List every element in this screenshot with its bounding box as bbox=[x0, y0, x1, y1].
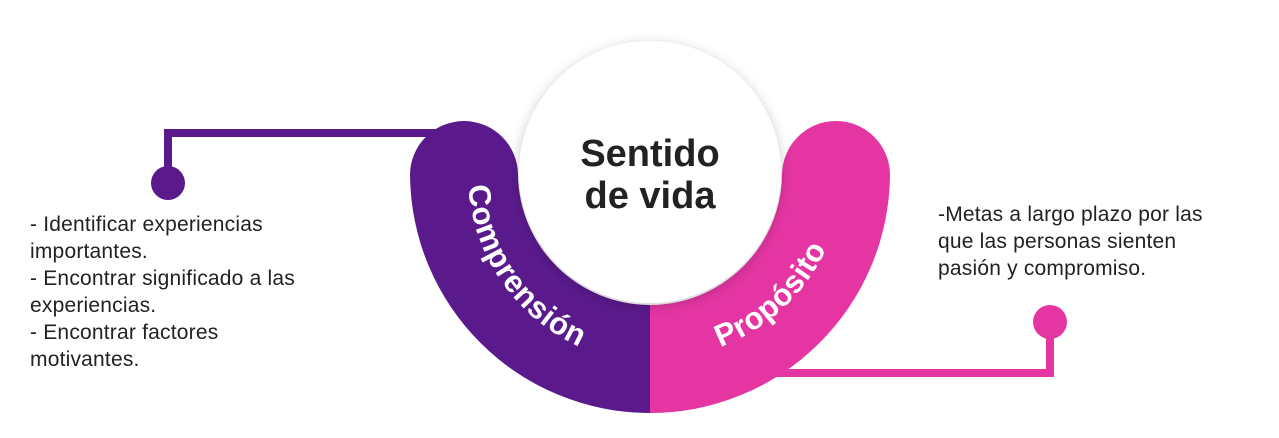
center-title-line2: de vida bbox=[585, 175, 717, 217]
proposito-description: -Metas a largo plazo por las que las per… bbox=[938, 201, 1203, 282]
comprension-line: - Identificar experiencias bbox=[30, 213, 263, 236]
proposito-line: -Metas a largo plazo por las bbox=[938, 203, 1203, 226]
comprension-line: motivantes. bbox=[30, 348, 140, 371]
center-circle bbox=[519, 41, 781, 303]
left-connector-line bbox=[164, 129, 450, 183]
comprension-arc bbox=[410, 121, 650, 413]
comprension-line: importantes. bbox=[30, 240, 148, 263]
right-connector-dot bbox=[1033, 305, 1067, 339]
proposito-line: pasión y compromiso. bbox=[938, 257, 1147, 280]
proposito-arc bbox=[650, 121, 890, 413]
comprension-description: - Identificar experiencias importantes. … bbox=[30, 211, 295, 373]
comprension-line: - Encontrar significado a las bbox=[30, 267, 295, 290]
comprension-line: - Encontrar factores bbox=[30, 321, 219, 344]
proposito-line: que las personas sienten bbox=[938, 230, 1177, 253]
left-connector-dot bbox=[151, 166, 185, 200]
comprension-line: experiencias. bbox=[30, 294, 157, 317]
center-title-line1: Sentido bbox=[580, 133, 719, 175]
